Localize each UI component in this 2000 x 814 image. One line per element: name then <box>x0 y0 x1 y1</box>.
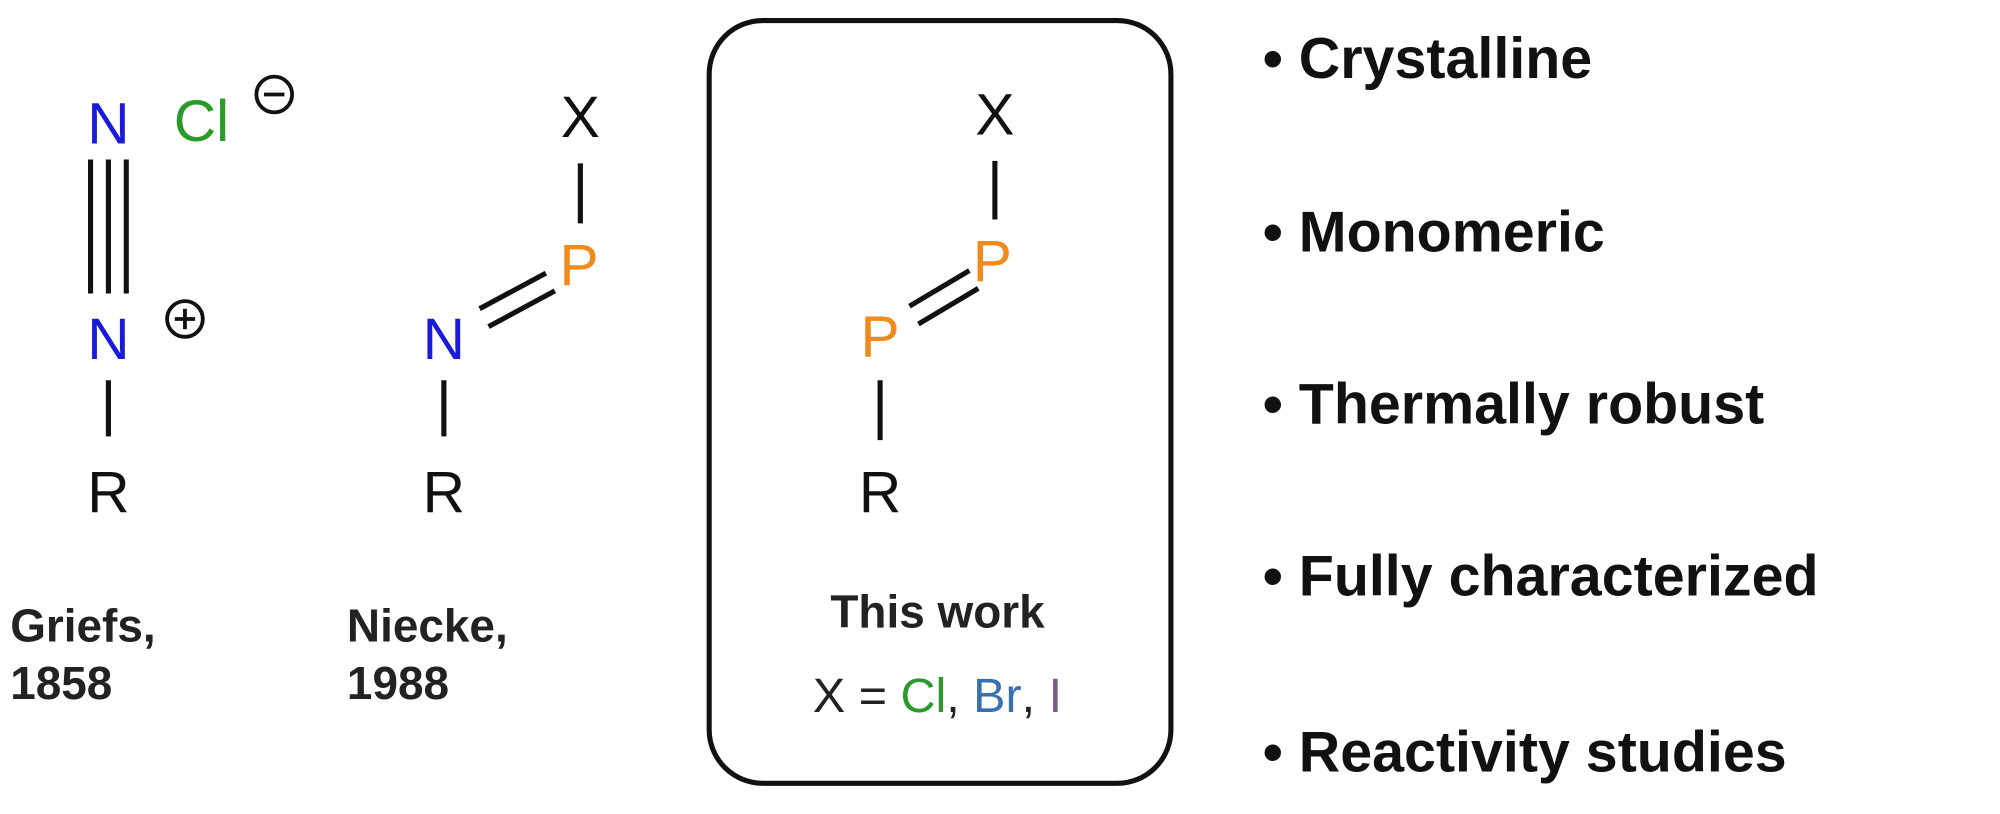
atom-p-bottom: P <box>861 304 900 369</box>
atom-p-top: P <box>973 229 1012 294</box>
triple-bond <box>88 159 129 294</box>
double-bond <box>908 268 980 327</box>
double-bond <box>478 270 557 329</box>
separator: , <box>1022 669 1049 723</box>
niecke-structure: X P N R Niecke, 1988 <box>347 85 600 709</box>
negative-charge-icon <box>254 74 295 115</box>
atom-p: P <box>560 233 599 298</box>
niecke-label-year: 1988 <box>347 657 449 709</box>
atom-r: R <box>859 460 901 525</box>
halogen-definition: X = Cl, Br, I <box>813 669 1062 723</box>
atom-x: X <box>561 85 600 150</box>
atom-n-top: N <box>87 91 129 156</box>
bullet-item: • Reactivity studies <box>1263 721 1787 785</box>
griefs-label-year: 1858 <box>10 657 112 709</box>
this-work-label: This work <box>830 586 1045 638</box>
griefs-structure: N Cl N R Griefs, 1858 <box>10 74 295 709</box>
positive-charge-icon <box>165 299 205 339</box>
feature-list: • Crystalline • Monomeric • Thermally ro… <box>1263 27 1819 785</box>
x-cl: Cl <box>900 669 946 723</box>
atom-n: N <box>423 307 465 372</box>
atom-x: X <box>975 82 1014 147</box>
bullet-item: • Monomeric <box>1263 200 1605 264</box>
this-work-box: X P P R This work X = Cl, Br, I <box>706 17 1174 786</box>
bullet-item: • Thermally robust <box>1263 372 1765 436</box>
atom-chloride: Cl <box>174 89 229 154</box>
bullet-item: • Crystalline <box>1263 27 1592 91</box>
niecke-label-name: Niecke, <box>347 600 508 652</box>
atom-r: R <box>423 460 465 525</box>
atom-n-bottom: N <box>87 307 129 372</box>
x-br: Br <box>973 669 1021 723</box>
bullet-item: • Fully characterized <box>1263 545 1819 609</box>
griefs-label-name: Griefs, <box>10 600 155 652</box>
x-i: I <box>1049 669 1062 723</box>
atom-r: R <box>87 460 129 525</box>
x-def-prefix: X = <box>813 669 901 723</box>
separator: , <box>946 669 973 723</box>
